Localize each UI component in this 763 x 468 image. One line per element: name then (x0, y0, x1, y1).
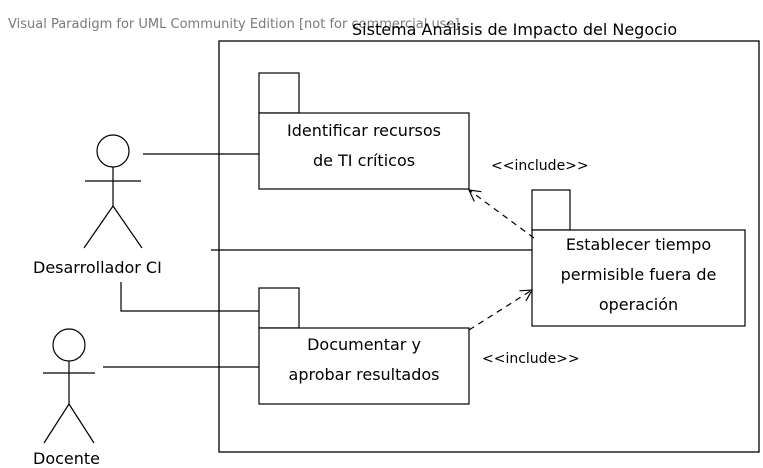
use-case-label-line: de TI críticos (312, 151, 416, 170)
include-arrow-to-identificar[interactable] (467, 189, 535, 239)
watermark-text: Visual Paradigm for UML Community Editio… (8, 17, 460, 32)
use-case-label-identificar: Identificar recursos de TI críticos (259, 116, 469, 176)
actor-desarrollador-ci[interactable] (83, 134, 143, 249)
use-case-label-line: permisible fuera de (560, 265, 717, 284)
use-case-label-establecer: Establecer tiempo permisible fuera de op… (532, 230, 745, 320)
include-label: <<include>> (482, 351, 580, 367)
use-case-label-documentar: Documentar y aprobar resultados (259, 330, 469, 390)
use-case-establecer-tiempo[interactable] (531, 189, 746, 327)
system-boundary[interactable] (218, 40, 760, 453)
use-case-label-line: Establecer tiempo (565, 235, 712, 254)
use-case-label-line: aprobar resultados (288, 365, 440, 384)
use-case-label-line: operación (598, 295, 679, 314)
actor-docente[interactable] (43, 328, 95, 444)
association-desarrollador-documentar[interactable] (120, 282, 259, 312)
actor-name-desarrollador-ci: Desarrollador CI (33, 258, 162, 277)
use-case-identificar-recursos[interactable] (258, 72, 470, 190)
use-case-label-line: Identificar recursos (287, 121, 441, 140)
actor-name-docente: Docente (33, 449, 101, 468)
use-case-label-line: Documentar y (307, 335, 421, 354)
system-title: Sistema Análisis de Impacto del Negocio (352, 20, 678, 39)
include-arrow-to-establecer[interactable] (468, 289, 534, 331)
include-label: <<include>> (491, 158, 589, 174)
use-case-documentar-aprobar[interactable] (258, 287, 470, 405)
